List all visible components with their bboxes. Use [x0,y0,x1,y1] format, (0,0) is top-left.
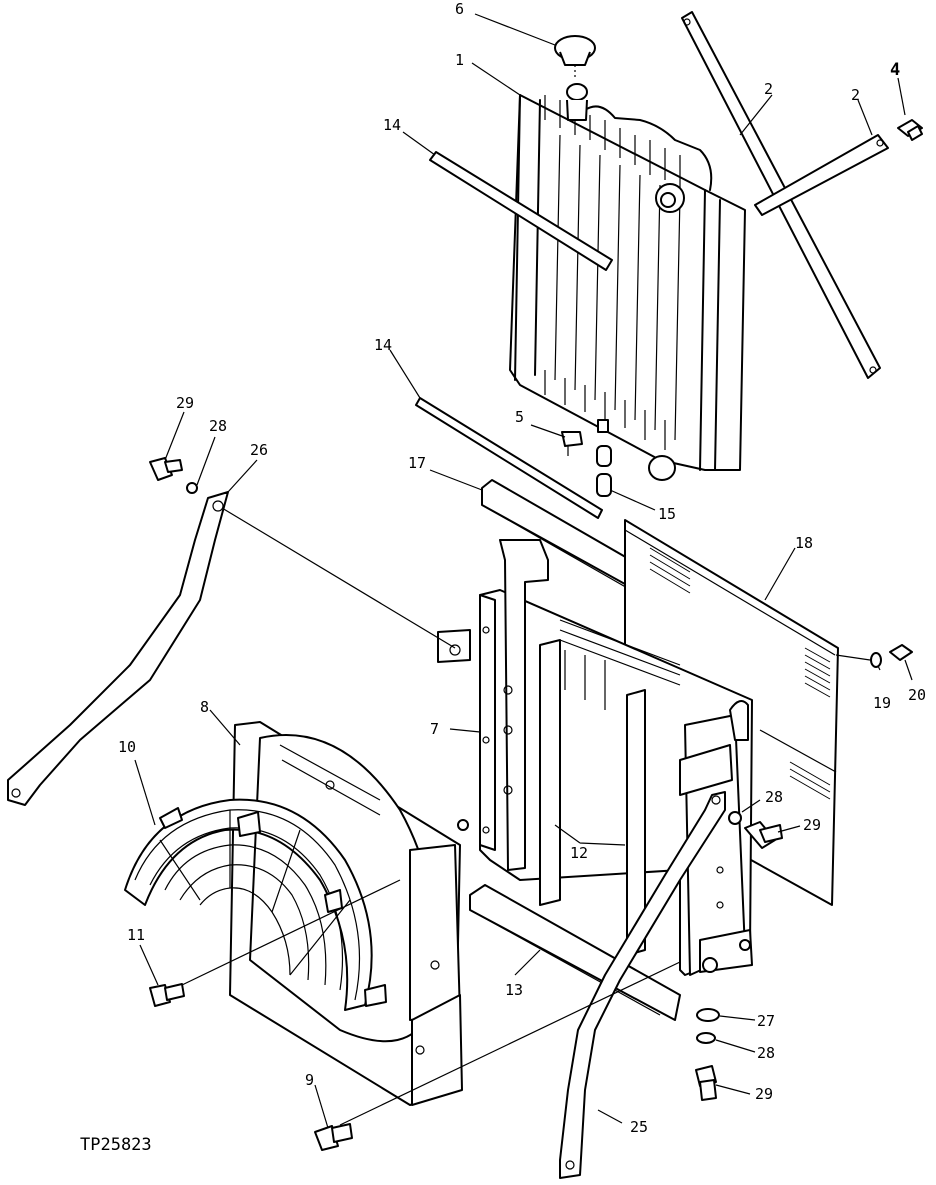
bolt-9 [314,1123,353,1151]
assembly-lines [181,507,871,1126]
thumb-screw-20 [889,644,913,661]
bolt-4 [897,119,923,141]
hose-15 [596,445,612,497]
callout-6: 6 [455,0,464,18]
callout-20: 20 [908,686,926,704]
callout-29: 29 [176,394,194,412]
callout-28: 28 [757,1044,775,1062]
callout-19: 19 [873,694,891,712]
callout-14: 14 [374,336,392,354]
bolt-29-mid [744,821,783,849]
callout-28: 28 [765,788,783,806]
fan-guard [124,798,387,1011]
callout-9: 9 [305,1071,314,1089]
callout-27: 27 [757,1012,775,1030]
callout-28: 28 [209,417,227,435]
figure-id: TP25823 [80,1135,152,1155]
callout-7: 7 [430,720,439,738]
callout-11: 11 [127,926,145,944]
callout-10: 10 [118,738,136,756]
callout-17: 17 [408,454,426,472]
callout-15: 15 [658,505,676,523]
callout-2: 2 [764,80,773,98]
callout-26: 26 [250,441,268,459]
washer-28-top [186,482,198,494]
stay-rod-26 [7,491,229,806]
callout-29: 29 [803,816,821,834]
radiator [509,83,746,481]
callout-29: 29 [755,1085,773,1103]
bolt-29-low [695,1065,717,1101]
callout-14: 14 [383,116,401,134]
callout-4: 4 [890,60,900,80]
washer-27 [696,1008,720,1022]
callout-1: 1 [455,51,464,69]
callout-8: 8 [200,698,209,716]
washer-19 [870,652,882,668]
stay-rod-short [754,134,889,216]
bolt-29-top [149,457,183,481]
washer-28-low [696,1032,716,1044]
stay-rod-25 [559,791,726,1179]
callout-18: 18 [795,534,813,552]
seal-strip-13 [469,884,681,1021]
callout-25: 25 [630,1118,648,1136]
bolt-11 [149,983,185,1007]
drain-plug-5 [561,431,583,456]
seal-strip-14-lower [415,397,603,519]
washer-28-mid [728,811,742,825]
callout-13: 13 [505,981,523,999]
radiator-cap [554,35,596,80]
callout-2: 2 [851,86,860,104]
callout-5: 5 [515,408,524,426]
callout-labels: 1 2 2 4 5 6 7 8 9 10 11 12 13 14 14 15 1… [118,0,926,1136]
leader-lines [134,13,913,1129]
radiator-frame [437,539,753,976]
callout-12: 12 [570,844,588,862]
